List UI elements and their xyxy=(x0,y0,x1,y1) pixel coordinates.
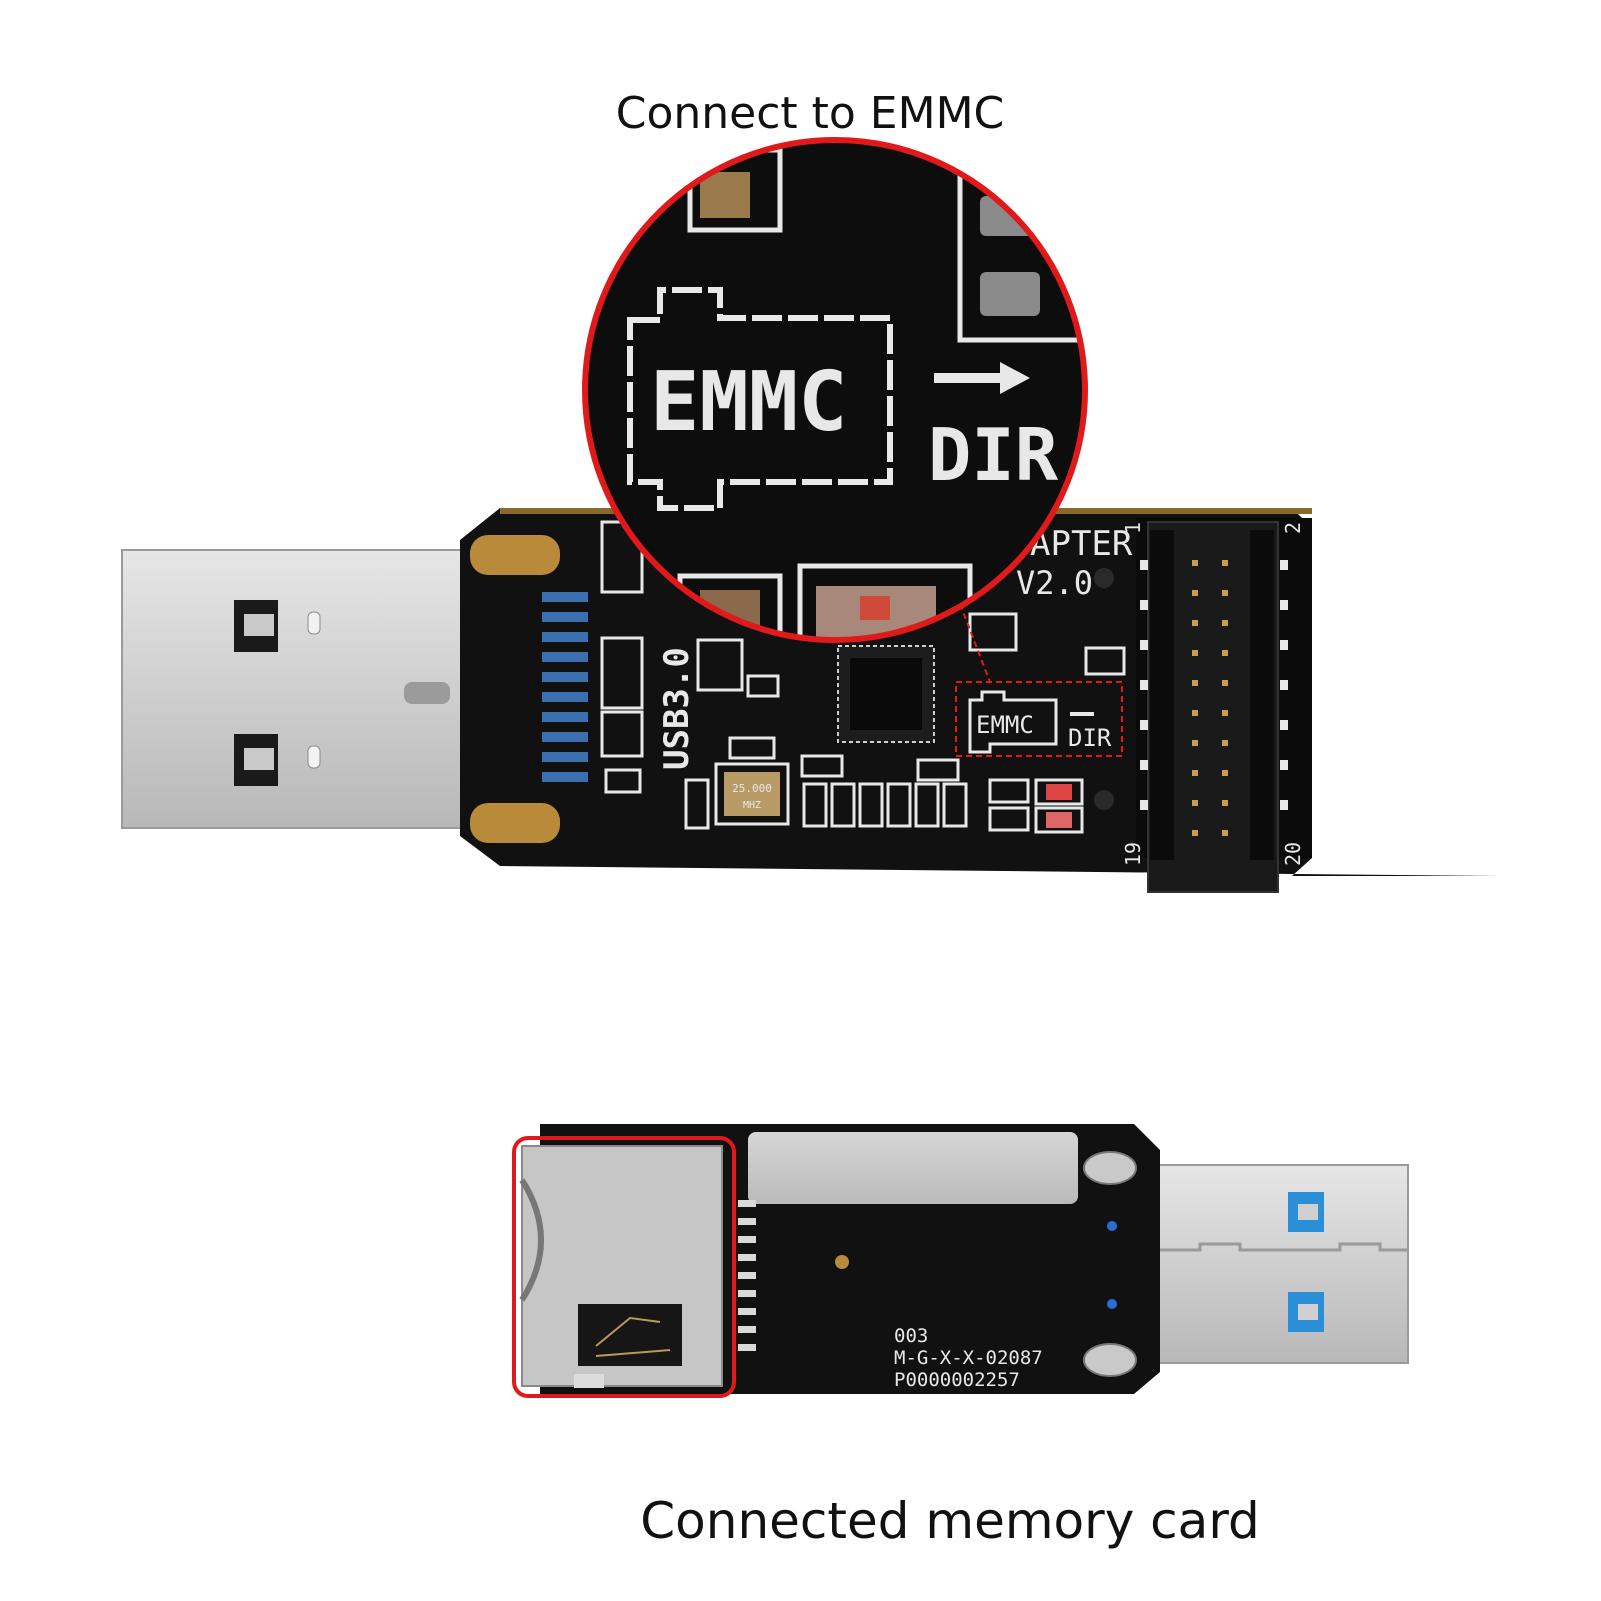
pin-label-1: 1 xyxy=(1121,522,1145,534)
pin-label-19: 19 xyxy=(1121,842,1145,866)
emmc-marking-small: EMMC DIR xyxy=(955,681,1123,757)
front-adapter-board: 25.000 MHZ USB3.0 APTER V2.0 EMMC DIR xyxy=(121,508,1500,893)
usb-a-plug-back xyxy=(1157,1164,1409,1364)
board-code-3: P0000002257 xyxy=(894,1369,1020,1391)
crystal-oscillator: 25.000 MHZ xyxy=(714,762,790,826)
back-adapter-board: 003 M-G-X-X-02087 P0000002257 xyxy=(512,1124,1409,1398)
memory-card-highlight xyxy=(512,1136,736,1398)
smd-components xyxy=(600,520,1126,834)
label-usb3: USB3.0 xyxy=(657,647,697,770)
board-code-1: 003 xyxy=(894,1325,928,1347)
label-version: V2.0 xyxy=(1016,564,1093,602)
label-apter: APTER xyxy=(1030,524,1133,564)
caption-connect-to-emmc: Connect to EMMC xyxy=(615,88,1005,139)
small-label-dir: DIR xyxy=(1068,724,1112,752)
caption-connected-memory-card: Connected memory card xyxy=(640,1492,1260,1550)
pin-label-20: 20 xyxy=(1281,842,1305,866)
controller-chip xyxy=(837,645,935,743)
board-code-2: M-G-X-X-02087 xyxy=(894,1347,1043,1369)
pin-header-20: 1 2 19 20 xyxy=(1121,518,1312,893)
pin-label-2: 2 xyxy=(1281,522,1305,534)
memory-card-slot xyxy=(519,1145,723,1388)
crystal-label-frequency: 25.000 xyxy=(732,782,772,795)
crystal-label-unit: MHZ xyxy=(743,800,761,811)
zoom-label-emmc: EMMC xyxy=(650,355,847,450)
usb-contact-pins xyxy=(542,592,588,782)
zoom-label-dir: DIR xyxy=(928,413,1059,497)
small-label-emmc: EMMC xyxy=(976,711,1034,739)
